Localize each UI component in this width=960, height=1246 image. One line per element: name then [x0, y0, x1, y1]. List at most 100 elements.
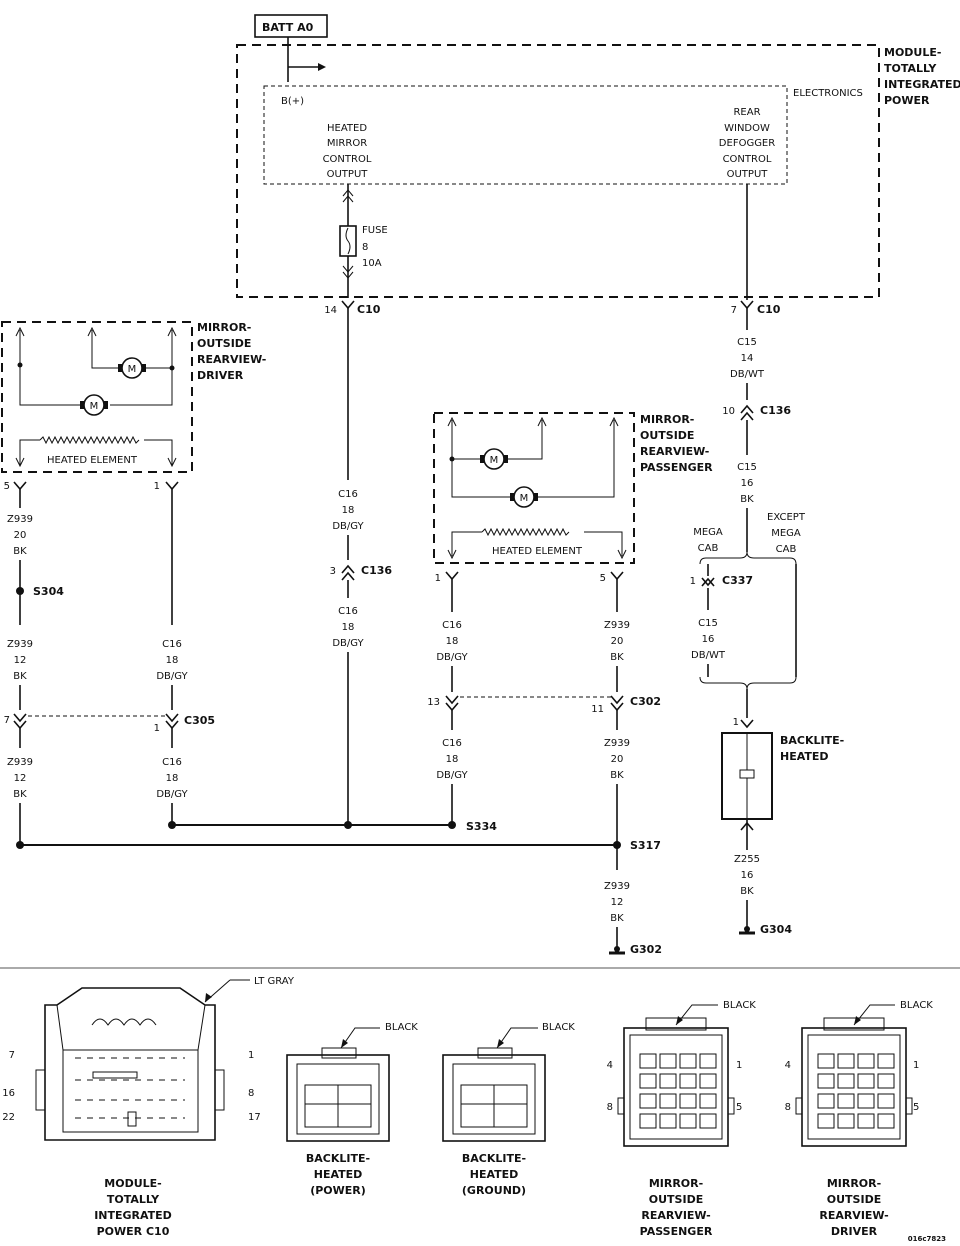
svg-text:REARVIEW-: REARVIEW- — [641, 1209, 710, 1222]
svg-text:C16: C16 — [162, 757, 182, 768]
svg-text:PASSENGER: PASSENGER — [640, 1225, 713, 1238]
backlite-pin: 1 — [733, 717, 739, 728]
svg-text:MIRROR-: MIRROR- — [649, 1177, 703, 1190]
svg-text:DRIVER: DRIVER — [197, 369, 244, 382]
svg-text:MEGA: MEGA — [771, 528, 801, 539]
mirror-drv-view-pin-1: 1 — [913, 1060, 919, 1071]
svg-text:C15: C15 — [737, 337, 757, 348]
svg-text:BK: BK — [610, 913, 624, 924]
wire-c16-mid-lower: C16 18 DB/GY — [332, 606, 364, 649]
mirror-driver-title: MIRROR- OUTSIDE REARVIEW- DRIVER — [197, 321, 266, 382]
svg-text:Z939: Z939 — [7, 639, 33, 650]
svg-text:C16: C16 — [442, 738, 462, 749]
electronics-label: ELECTRONICS — [793, 88, 863, 99]
option-brace — [699, 551, 797, 565]
arrow-icon — [318, 63, 326, 71]
svg-text:18: 18 — [166, 655, 179, 666]
svg-text:20: 20 — [611, 754, 624, 765]
svg-text:INTEGRATED: INTEGRATED — [94, 1209, 172, 1222]
svg-text:BK: BK — [610, 770, 624, 781]
svg-text:10A: 10A — [362, 258, 382, 269]
svg-text:HEATED: HEATED — [780, 750, 829, 763]
wire-z939-12-g302: Z939 12 BK — [604, 881, 630, 924]
svg-text:8: 8 — [362, 242, 368, 253]
svg-text:16: 16 — [741, 478, 754, 489]
svg-text:BACKLITE-: BACKLITE- — [462, 1152, 526, 1165]
splice-s304 — [16, 587, 24, 595]
mirror-driver-connector-view — [795, 1004, 913, 1147]
svg-text:C15: C15 — [737, 462, 757, 473]
svg-text:Z939: Z939 — [604, 881, 630, 892]
svg-text:POWER: POWER — [884, 94, 930, 107]
mirror-drv-pin-left: 5 — [4, 481, 10, 492]
svg-text:DB/GY: DB/GY — [436, 770, 468, 781]
wire-c16-drv-a: C16 18 DB/GY — [156, 639, 188, 682]
backlite-ground-label: BACKLITE- HEATED (GROUND) — [462, 1152, 526, 1197]
heated-element-pass-label: HEATED ELEMENT — [492, 546, 583, 557]
c337-label: C337 — [722, 574, 753, 587]
backlite-ground-connector-view — [442, 1027, 546, 1142]
mirror-drv-view-pin-4: 4 — [785, 1060, 791, 1071]
svg-text:18: 18 — [446, 754, 459, 765]
svg-text:INTEGRATED: INTEGRATED — [884, 78, 960, 91]
svg-text:Z939: Z939 — [7, 757, 33, 768]
svg-text:18: 18 — [342, 622, 355, 633]
mirror-drv-view-pin-5: 5 — [913, 1102, 919, 1113]
svg-text:PASSENGER: PASSENGER — [640, 461, 713, 474]
heated-mirror-output-label: HEATED MIRROR CONTROL OUTPUT — [323, 123, 372, 180]
svg-text:DB/GY: DB/GY — [436, 652, 468, 663]
svg-text:C16: C16 — [162, 639, 182, 650]
g304-label: G304 — [760, 923, 792, 936]
c302-right-pin: 11 — [591, 704, 604, 715]
svg-text:BK: BK — [610, 652, 624, 663]
mirror-pass-view-pin-8: 8 — [607, 1102, 613, 1113]
c302-label: C302 — [630, 695, 661, 708]
svg-text:POWER C10: POWER C10 — [97, 1225, 170, 1238]
backlite-power-connector-view — [286, 1027, 390, 1142]
s334-label: S334 — [466, 820, 497, 833]
svg-text:OUTPUT: OUTPUT — [327, 169, 369, 180]
electronics-box — [263, 85, 788, 185]
svg-text:MIRROR-: MIRROR- — [640, 413, 694, 426]
svg-text:16: 16 — [702, 634, 715, 645]
wire-c16-pass-b: C16 18 DB/GY — [436, 738, 468, 781]
svg-text:(GROUND): (GROUND) — [462, 1184, 526, 1197]
c136-mid-pin: 3 — [330, 566, 336, 577]
backlite-power-label: BACKLITE- HEATED (POWER) — [306, 1152, 370, 1197]
wire-c16-drv-b: C16 18 DB/GY — [156, 757, 188, 800]
svg-text:MODULE-: MODULE- — [884, 46, 941, 59]
svg-text:BACKLITE-: BACKLITE- — [780, 734, 844, 747]
svg-text:MODULE-: MODULE- — [104, 1177, 161, 1190]
svg-text:DEFOGGER: DEFOGGER — [719, 138, 775, 149]
s304-label: S304 — [33, 585, 64, 598]
tipm-module-title: MODULE- TOTALLY INTEGRATED POWER — [884, 46, 960, 107]
c10-pin-17: 17 — [248, 1112, 261, 1123]
svg-text:WINDOW: WINDOW — [724, 123, 770, 134]
svg-text:BK: BK — [740, 886, 754, 897]
wire-z939-pass-a: Z939 20 BK — [604, 620, 630, 663]
wire-z939-20-drv: Z939 20 BK — [7, 514, 33, 557]
svg-text:DB/GY: DB/GY — [156, 789, 188, 800]
svg-text:DB/GY: DB/GY — [332, 521, 364, 532]
svg-text:BK: BK — [13, 671, 27, 682]
mirror-passenger-boundary — [433, 412, 635, 564]
c10-left-pin: 14 — [324, 305, 337, 316]
wire-z939-12-drv-a: Z939 12 BK — [7, 639, 33, 682]
svg-text:MIRROR: MIRROR — [327, 138, 367, 149]
wire-c16-pass-a: C16 18 DB/GY — [436, 620, 468, 663]
svg-text:REARVIEW-: REARVIEW- — [819, 1209, 888, 1222]
fuse-label: FUSE 8 10A — [362, 225, 388, 269]
tipm-module-boundary — [236, 44, 880, 298]
svg-text:CONTROL: CONTROL — [323, 154, 372, 165]
svg-text:20: 20 — [611, 636, 624, 647]
svg-text:16: 16 — [741, 870, 754, 881]
mirror-pass-view-pin-1: 1 — [736, 1060, 742, 1071]
svg-text:C16: C16 — [338, 489, 358, 500]
mirror-drv-connector-label: MIRROR- OUTSIDE REARVIEW- DRIVER — [819, 1177, 888, 1238]
svg-text:18: 18 — [446, 636, 459, 647]
svg-text:18: 18 — [342, 505, 355, 516]
svg-text:CAB: CAB — [776, 544, 797, 555]
svg-text:MIRROR-: MIRROR- — [827, 1177, 881, 1190]
backlite-heated-label: BACKLITE- HEATED — [780, 734, 844, 763]
